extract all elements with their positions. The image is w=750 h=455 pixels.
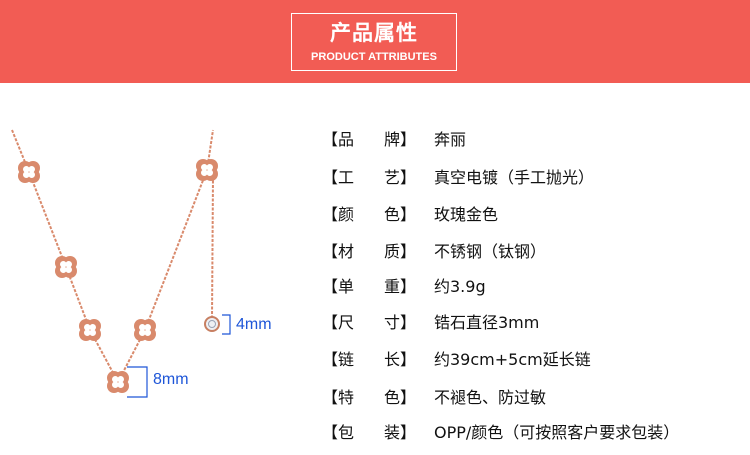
header-title: 产品属性 — [330, 21, 418, 45]
attribute-value: 约3.9g — [434, 277, 486, 296]
header-title-box: 产品属性 PRODUCT ATTRIBUTES — [291, 13, 457, 71]
bracket-open: 【 — [322, 242, 339, 261]
header-subtitle: PRODUCT ATTRIBUTES — [311, 51, 437, 63]
header-banner: 产品属性 PRODUCT ATTRIBUTES — [0, 0, 750, 83]
attribute-value: 奔丽 — [434, 130, 467, 149]
bracket-close: 】 — [400, 168, 417, 187]
attribute-row: 【特 色】不褪色、防过敏 — [322, 387, 546, 409]
bracket-open: 【 — [322, 130, 339, 149]
attribute-label: 【尺 寸】 — [322, 312, 434, 334]
label-char: 装 — [384, 423, 401, 442]
label-char: 材 — [338, 242, 355, 261]
attribute-value: 真空电镀（手工抛光） — [434, 168, 595, 187]
attribute-row: 【链 长】约39cm+5cm延长链 — [322, 349, 591, 371]
bracket-close: 】 — [400, 205, 417, 224]
attribute-label: 【材 质】 — [322, 241, 434, 263]
bracket-open: 【 — [322, 168, 339, 187]
attribute-row: 【包 装】 OPP/颜色（可按照客户要求包装） — [322, 422, 679, 444]
label-char: 色 — [384, 388, 401, 407]
attribute-row: 【尺 寸】锆石直径3mm — [322, 312, 539, 334]
label-char: 尺 — [338, 313, 355, 332]
attribute-label: 【特 色】 — [322, 387, 434, 409]
dimension-brackets — [127, 314, 231, 398]
label-char: 寸 — [384, 313, 401, 332]
attribute-label: 【包 装】 — [322, 422, 434, 444]
attribute-value: 约39cm+5cm延长链 — [434, 350, 591, 369]
label-char: 工 — [338, 168, 355, 187]
zircon-stone — [204, 316, 220, 332]
label-char: 重 — [384, 277, 401, 296]
attribute-row: 【单 重】约3.9g — [322, 276, 486, 298]
bracket-close: 】 — [400, 277, 417, 296]
label-char: 长 — [384, 350, 401, 369]
attribute-row: 【品 牌】奔丽 — [322, 129, 466, 151]
clover-pendant — [134, 319, 156, 341]
bracket-open: 【 — [322, 277, 339, 296]
bracket-open: 【 — [322, 423, 339, 442]
attribute-row: 【材 质】不锈钢（钛钢） — [322, 241, 546, 263]
attribute-value: 不褪色、防过敏 — [434, 388, 547, 407]
attribute-label: 【单 重】 — [322, 276, 434, 298]
bracket-close: 】 — [400, 388, 417, 407]
bracket-close: 】 — [400, 130, 417, 149]
bracket-close: 】 — [400, 350, 417, 369]
label-char: 色 — [384, 205, 401, 224]
label-char: 质 — [384, 242, 401, 261]
label-char: 牌 — [384, 130, 401, 149]
attribute-label: 【品 牌】 — [322, 129, 434, 151]
label-char: 单 — [338, 277, 355, 296]
clover-pendant — [55, 256, 77, 278]
attribute-row: 【工 艺】真空电镀（手工抛光） — [322, 167, 594, 189]
clover-pendant — [107, 371, 129, 393]
bracket-open: 【 — [322, 205, 339, 224]
clover-pendant — [79, 319, 101, 341]
attribute-label: 【工 艺】 — [322, 167, 434, 189]
attribute-value: 锆石直径3mm — [434, 313, 540, 332]
bracket-open: 【 — [322, 350, 339, 369]
label-char: 颜 — [338, 205, 355, 224]
label-char: 特 — [338, 388, 355, 407]
attribute-value: 玫瑰金色 — [434, 205, 499, 224]
stone-size-label: 4mm — [236, 316, 272, 333]
attribute-value: OPP/颜色（可按照客户要求包装） — [434, 423, 680, 442]
label-char: 包 — [338, 423, 355, 442]
attribute-row: 【颜 色】玫瑰金色 — [322, 204, 498, 226]
clover-pendant — [18, 161, 40, 183]
bracket-open: 【 — [322, 313, 339, 332]
bracket-open: 【 — [322, 388, 339, 407]
necklace-image — [11, 129, 231, 398]
attribute-value: 不锈钢（钛钢） — [434, 242, 547, 261]
pendant-size-label: 8mm — [153, 371, 189, 388]
label-char: 艺 — [384, 168, 401, 187]
attribute-label: 【链 长】 — [322, 349, 434, 371]
clover-pendant — [196, 159, 218, 181]
label-char: 链 — [338, 350, 355, 369]
bracket-close: 】 — [400, 423, 417, 442]
attribute-label: 【颜 色】 — [322, 204, 434, 226]
label-char: 品 — [338, 130, 355, 149]
bracket-close: 】 — [400, 242, 417, 261]
bracket-close: 】 — [400, 313, 417, 332]
